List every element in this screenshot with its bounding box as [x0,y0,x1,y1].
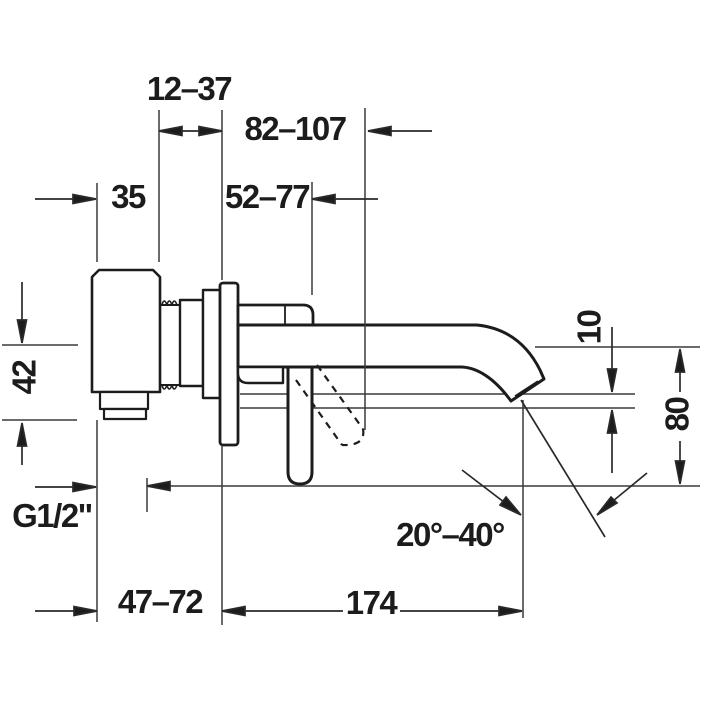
outlet-step [98,390,150,411]
spout [236,323,546,403]
dim-label-12-37: 12–37 [146,70,233,107]
dim-label-174: 174 [345,584,398,621]
spout-outlet-face [514,380,539,397]
dim-label-47-72: 47–72 [117,583,204,620]
dim-label-42: 42 [5,360,43,395]
faucet-drawing [90,268,546,486]
thread-marks-bottom [161,384,178,390]
lever-handle-open-dashed [295,364,365,447]
valve-collar [201,288,222,400]
mixer-housing [236,303,315,327]
dim-label-20-40: 20°–40° [396,516,505,553]
escutcheon-plate [218,281,240,447]
lever-handle [286,365,314,486]
dim-label-35: 35 [111,178,146,215]
dim-label-g12: G1/2" [12,497,93,534]
valve-body [90,268,162,394]
under-collar [236,365,285,385]
thread-marks-top [161,300,178,306]
extension-lines [96,108,524,625]
dim-label-52-77: 52–77 [224,178,311,215]
outlet-aerator [102,407,148,421]
valve-nut [178,298,205,388]
dimension-arrows [16,125,686,617]
dim-label-10: 10 [570,310,608,345]
stream-line [520,399,606,538]
dim-label-80: 80 [658,397,696,432]
reference-lines [2,344,700,487]
dim-label-82-107: 82–107 [244,110,347,147]
